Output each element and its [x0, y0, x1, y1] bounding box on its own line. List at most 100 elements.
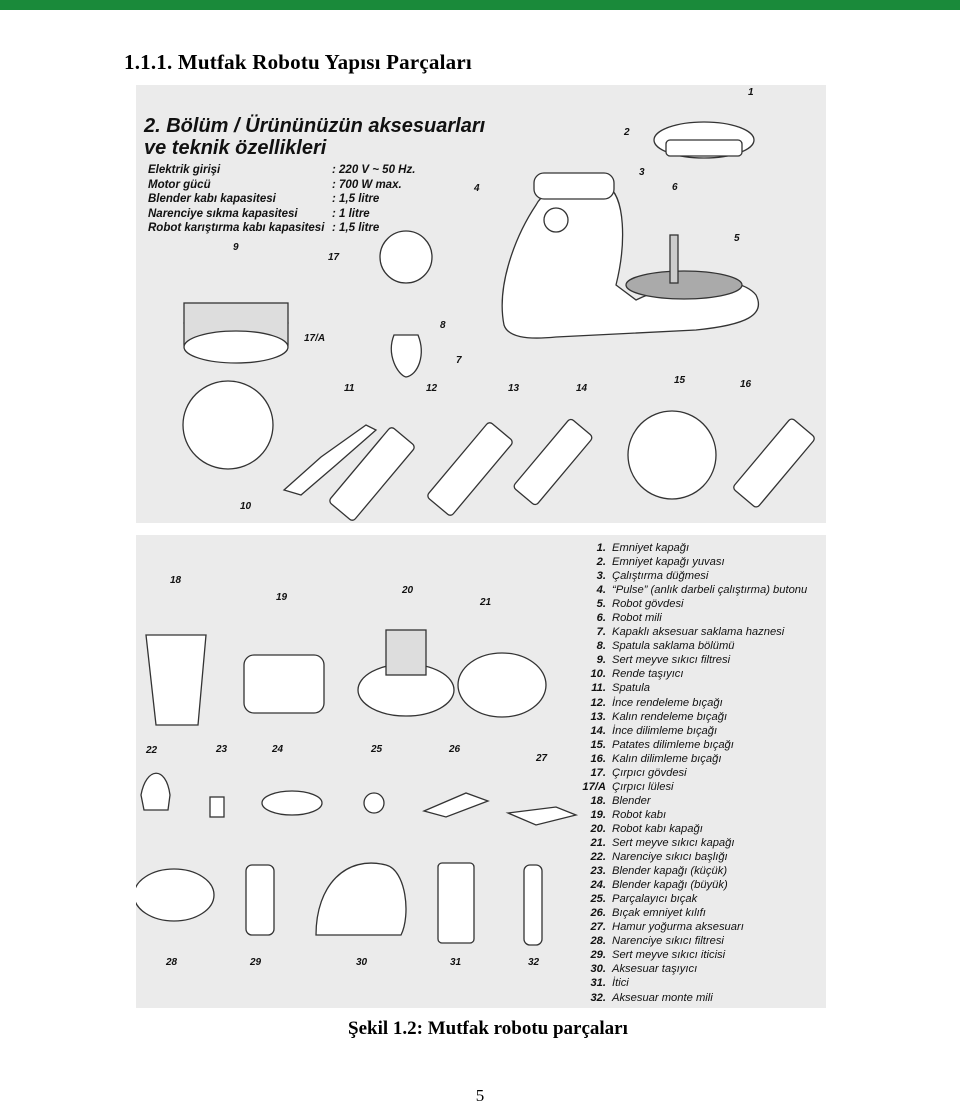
legend-item: 31.İtici: [576, 976, 807, 990]
legend-number: 32.: [590, 991, 606, 1004]
fine-grating-blade-illustration: [329, 427, 415, 521]
legend-text: Patates dilimleme bıçağı: [612, 738, 734, 751]
legend-number: 12.: [590, 696, 606, 709]
legend-text: Sert meyve sıkıcı filtresi: [612, 654, 731, 667]
legend-text: Spatula: [612, 682, 650, 695]
legend-text: Kapaklı aksesuar saklama haznesi: [612, 626, 785, 639]
spec-label: Narenciye sıkma kapasitesi: [148, 207, 298, 220]
legend-text: Aksesuar taşıyıcı: [612, 963, 698, 976]
part-number-label: 26: [449, 744, 461, 755]
page-number: 5: [475, 1086, 485, 1105]
legend-item: 1.Emniyet kapağı: [576, 541, 807, 555]
legend-text: İnce dilimleme bıçağı: [612, 724, 718, 737]
legend-text: Blender kapağı (büyük): [612, 879, 728, 892]
legend-item: 6.Robot mili: [576, 611, 807, 625]
legend-number: 21.: [590, 836, 606, 849]
part-number-label: 27: [536, 753, 548, 764]
spec-label: Elektrik girişi: [148, 164, 221, 176]
part-number-label: 20: [402, 585, 414, 596]
part-number-label: 7: [456, 355, 462, 366]
legend-number: 28.: [590, 935, 606, 948]
legend-text: Sert meyve sıkıcı kapağı: [612, 836, 735, 849]
robot-shaft-illustration: [669, 234, 679, 284]
part-number-label: 21: [480, 597, 492, 608]
pulse-button-illustration: [543, 207, 569, 233]
legend-item: 28.Narenciye sıkıcı filtresi: [576, 934, 807, 948]
legend-text: Bıçak emniyet kılıfı: [612, 907, 706, 920]
part-number-label: 5: [734, 233, 740, 244]
legend-text: Robot kabı kapağı: [612, 822, 703, 835]
legend-item: 27. Hamur yoğurma aksesuarı: [576, 920, 807, 934]
legend-number: 8.: [596, 640, 606, 653]
part-number-label: 11: [344, 383, 355, 394]
legend-number: 2.: [596, 556, 606, 569]
legend-text: Blender kapağı (küçük): [612, 865, 728, 878]
whisk-body-illustration: [379, 230, 433, 284]
part-number-label: 17/A: [304, 333, 326, 344]
legend-text: Hamur yoğurma aksesuarı: [612, 921, 744, 934]
legend-item: 17.Çırpıcı gövdesi: [576, 766, 807, 780]
spec-label: Blender kabı kapasitesi: [148, 193, 276, 205]
legend-number: 22.: [590, 851, 606, 864]
spec-value: : 1,5 litre: [332, 222, 380, 234]
part-number-label: 2: [624, 127, 630, 138]
pusher-illustration: [437, 862, 475, 944]
spec-value: : 700 W max.: [332, 178, 402, 191]
part-number-label: 17: [328, 252, 340, 263]
dough-hook-illustration: [505, 806, 579, 826]
part-number-label: 32: [528, 957, 540, 968]
legend-item: 32.Aksesuar monte mili: [576, 991, 807, 1005]
robot-body-illustration: [501, 181, 760, 339]
spec-label: Motor gücü: [148, 178, 211, 191]
accessories-drawing-bottom: [136, 629, 579, 946]
legend-item: 19.Robot kabı: [576, 808, 807, 822]
accessory-shaft-illustration: [523, 864, 543, 946]
legend-number: 11.: [591, 682, 606, 695]
coarse-slicing-blade-illustration: [733, 418, 815, 508]
part-number-label: 31: [450, 957, 462, 968]
part-number-label: 6: [672, 182, 678, 193]
part-number-label: 14: [576, 383, 588, 394]
legend-text: “Pulse” (anlık darbeli çalıştırma) buton…: [612, 584, 808, 597]
legend-text: Çalıştırma düğmesi: [612, 570, 709, 583]
legend-number: 17.: [590, 766, 606, 779]
legend-number: 20.: [590, 822, 606, 835]
legend-text: Emniyet kapağı: [612, 542, 690, 554]
blender-illustration: [145, 634, 207, 726]
legend-item: 5.Robot gövdesi: [576, 597, 807, 611]
legend-text: Robot kabı: [612, 808, 667, 821]
legend-text: Kalın dilimleme bıçağı: [612, 752, 722, 765]
parts-legend: 1.Emniyet kapağı 2.Emniyet kapağı yuvası…: [576, 541, 807, 1005]
section-heading: 1.1.1. Mutfak Robotu Yapısı Parçaları: [124, 50, 472, 74]
legend-number: 27.: [590, 921, 606, 934]
citrus-cone-illustration: [140, 772, 171, 811]
part-number-label: 23: [216, 744, 228, 755]
legend-number: 23.: [590, 865, 606, 878]
storage-tray-illustration: [625, 270, 743, 300]
spec-row: Blender kabı kapasitesi: 1,5 litre: [148, 192, 415, 207]
legend-number: 24.: [590, 879, 606, 892]
legend-number: 17/A: [582, 780, 606, 793]
part-number-label: 10: [240, 501, 252, 512]
legend-text: Rende taşıyıcı: [612, 668, 684, 681]
legend-item: 29.Sert meyve sıkıcı iticisi: [576, 948, 807, 962]
legend-item: 21. Sert meyve sıkıcı kapağı: [576, 836, 807, 850]
juicer-pusher-illustration: [245, 864, 275, 936]
legend-text: Blender: [612, 794, 651, 807]
legend-number: 26.: [590, 907, 606, 920]
technical-specs: Elektrik girişi: 220 V ~ 50 Hz. Motor gü…: [148, 163, 415, 236]
legend-item: 13.Kalın rendeleme bıçağı: [576, 710, 807, 724]
part-number-label: 19: [276, 592, 288, 603]
juicer-lid-illustration: [457, 652, 547, 718]
legend-text: Kalın rendeleme bıçağı: [612, 710, 728, 723]
legend-item: 16.Kalın dilimleme bıçağı: [576, 752, 807, 766]
legend-item: 7.Kapaklı aksesuar saklama haznesi: [576, 625, 807, 639]
spec-label: Robot karıştırma kabı kapasitesi: [148, 222, 325, 234]
legend-item: 12.İnce rendeleme bıçağı: [576, 696, 807, 710]
legend-text: Spatula saklama bölümü: [612, 640, 735, 653]
legend-text: Parçalayıcı bıçak: [612, 893, 698, 906]
legend-number: 29.: [590, 949, 606, 962]
part-number-label: 12: [426, 383, 438, 394]
part-number-label: 15: [674, 375, 686, 386]
